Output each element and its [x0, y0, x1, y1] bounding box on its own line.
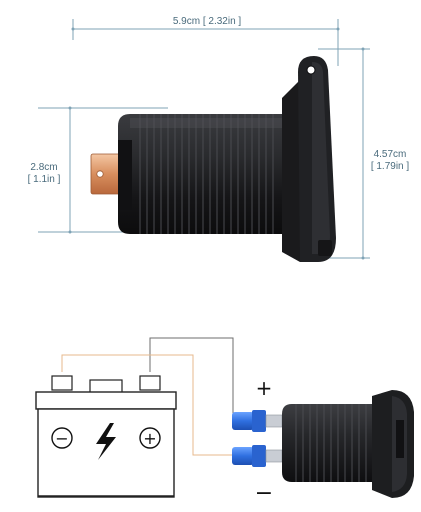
battery-plus-circle — [139, 427, 161, 449]
lightning-bolt-icon — [96, 423, 116, 460]
battery-minus-circle — [51, 427, 73, 449]
mounting-flange — [282, 56, 336, 262]
battery: − + — [35, 375, 177, 498]
socket-top-view — [90, 56, 336, 262]
wiring-lines — [61, 337, 234, 456]
dimension-ticks — [68, 27, 365, 260]
socket-side-view — [232, 390, 414, 498]
negative-wire — [61, 354, 233, 456]
battery-plus-symbol: + — [143, 429, 156, 448]
height-left-in-label: [ 1.1in ] — [28, 174, 61, 185]
dimension-lines — [38, 19, 370, 259]
negative-sign: − — [255, 481, 273, 506]
battery-minus-symbol: − — [55, 429, 68, 448]
threaded-body — [118, 114, 282, 234]
blue-connector-positive — [232, 410, 283, 432]
width-dimension-label: 5.9cm [ 2.32in ] — [173, 16, 242, 27]
height-right-cm-label: 4.57cm — [374, 149, 407, 160]
positive-sign: + — [256, 376, 273, 400]
blue-connector-negative — [232, 445, 283, 467]
height-left-cm-label: 2.8cm — [30, 162, 57, 173]
height-right-in-label: [ 1.79in ] — [371, 161, 410, 172]
